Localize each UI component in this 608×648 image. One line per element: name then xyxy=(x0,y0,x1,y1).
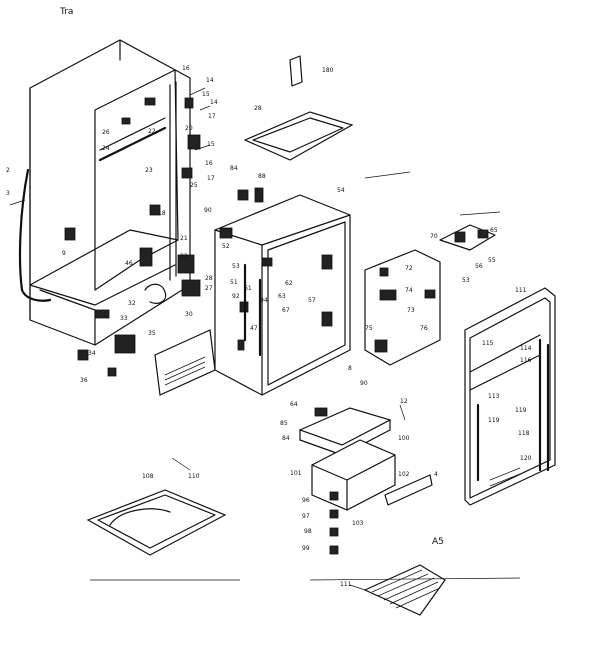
part-label: 35 xyxy=(148,330,156,337)
part-label: 20 xyxy=(185,125,193,132)
part-label: 90 xyxy=(204,207,212,214)
part-label: 67 xyxy=(282,307,290,314)
part-label: 3 xyxy=(6,190,10,197)
part-label: 113 xyxy=(488,393,500,400)
part-label: 119 xyxy=(515,407,527,414)
part-label: 15 xyxy=(202,91,210,98)
part-label: 63 xyxy=(278,293,286,300)
part-label: 98 xyxy=(304,528,312,535)
part-label: 111 xyxy=(515,287,527,294)
part-label: 30 xyxy=(185,311,193,318)
part-label: 62 xyxy=(285,280,293,287)
part-label: 73 xyxy=(407,307,415,314)
part-label: 21 xyxy=(180,235,188,242)
part-label: 22 xyxy=(180,253,188,260)
part-label: 56 xyxy=(475,263,483,270)
part-label: 116 xyxy=(520,357,532,364)
part-label: 55 xyxy=(488,257,496,264)
part-label: 4 xyxy=(434,471,438,478)
part-label: 28 xyxy=(254,105,262,112)
part-label: 90 xyxy=(360,380,368,387)
part-label: 53 xyxy=(232,263,240,270)
part-label: 9 xyxy=(62,250,66,257)
door-assembly xyxy=(464,287,556,506)
part-label: 120 xyxy=(520,455,532,462)
part-label: 28 xyxy=(205,275,213,282)
part-label: 99 xyxy=(302,545,310,552)
part-label: 57 xyxy=(308,297,316,304)
part-label: 75 xyxy=(365,325,373,332)
part-label: 16 xyxy=(205,160,213,167)
part-label: 32 xyxy=(128,300,136,307)
part-label: 72 xyxy=(405,265,413,272)
part-label: 96 xyxy=(302,497,310,504)
label-card xyxy=(289,55,303,87)
part-label: 15 xyxy=(207,141,215,148)
part-label: 65 xyxy=(490,227,498,234)
part-label: 18 xyxy=(158,210,166,217)
left-cabinet-parts xyxy=(9,87,211,377)
part-label: 101 xyxy=(290,470,302,477)
freezer-box xyxy=(214,187,351,396)
part-label: 92 xyxy=(232,293,240,300)
part-label: 119 xyxy=(488,417,500,424)
part-label: 54 xyxy=(337,187,345,194)
page-mark: A5 xyxy=(432,537,444,547)
part-label: 110 xyxy=(188,473,200,480)
part-label: 53 xyxy=(462,277,470,284)
drawer-assembly xyxy=(298,404,433,555)
part-label: 14 xyxy=(210,99,218,106)
part-label: 102 xyxy=(398,471,410,478)
part-label: 17 xyxy=(207,175,215,182)
front-grille xyxy=(154,329,216,396)
part-label: 24 xyxy=(102,145,110,152)
part-label: 85 xyxy=(280,420,288,427)
part-label: 70 xyxy=(430,233,438,240)
part-labels: Tra 16 14 15 17 14 20 22 23 24 25 26 15 … xyxy=(6,7,532,588)
part-label: 118 xyxy=(518,430,530,437)
part-label: 23 xyxy=(145,167,153,174)
header-mark: Tra xyxy=(59,7,73,17)
part-label: 115 xyxy=(482,340,494,347)
part-label: 51 xyxy=(230,279,238,286)
part-label: 33 xyxy=(120,315,128,322)
bottom-grille xyxy=(349,564,446,616)
mid-right-parts xyxy=(364,171,501,366)
part-label: 74 xyxy=(405,287,413,294)
rule-lines xyxy=(90,577,521,581)
part-label: 64 xyxy=(290,401,298,408)
drip-tray xyxy=(86,457,227,556)
part-label: 46 xyxy=(125,260,133,267)
part-label: 84 xyxy=(230,165,238,172)
part-label: 97 xyxy=(302,513,310,520)
part-label: 111 xyxy=(340,581,352,588)
part-label: 27 xyxy=(205,285,213,292)
part-label: 94 xyxy=(260,297,268,304)
top-shelf-tray xyxy=(243,111,354,161)
part-label: 114 xyxy=(520,345,532,352)
part-label: 88 xyxy=(258,173,266,180)
part-label: 14 xyxy=(206,77,214,84)
part-label: 36 xyxy=(80,377,88,384)
part-label: 108 xyxy=(142,473,154,480)
part-label: 47 xyxy=(250,325,258,332)
part-label: 26 xyxy=(102,129,110,136)
part-label: 8 xyxy=(348,365,352,372)
part-label: 100 xyxy=(398,435,410,442)
part-label: 84 xyxy=(282,435,290,442)
part-label: 2 xyxy=(6,167,10,174)
part-label: 76 xyxy=(420,325,428,332)
part-label: 12 xyxy=(400,398,408,405)
part-label: 180 xyxy=(322,67,334,74)
part-label: 17 xyxy=(208,113,216,120)
part-label: 16 xyxy=(182,65,190,72)
part-label: 61 xyxy=(244,285,252,292)
part-label: 22 xyxy=(148,128,156,135)
part-label: 34 xyxy=(88,350,96,357)
part-label: 52 xyxy=(222,243,230,250)
part-label: 25 xyxy=(190,182,198,189)
part-label: 103 xyxy=(352,520,364,527)
